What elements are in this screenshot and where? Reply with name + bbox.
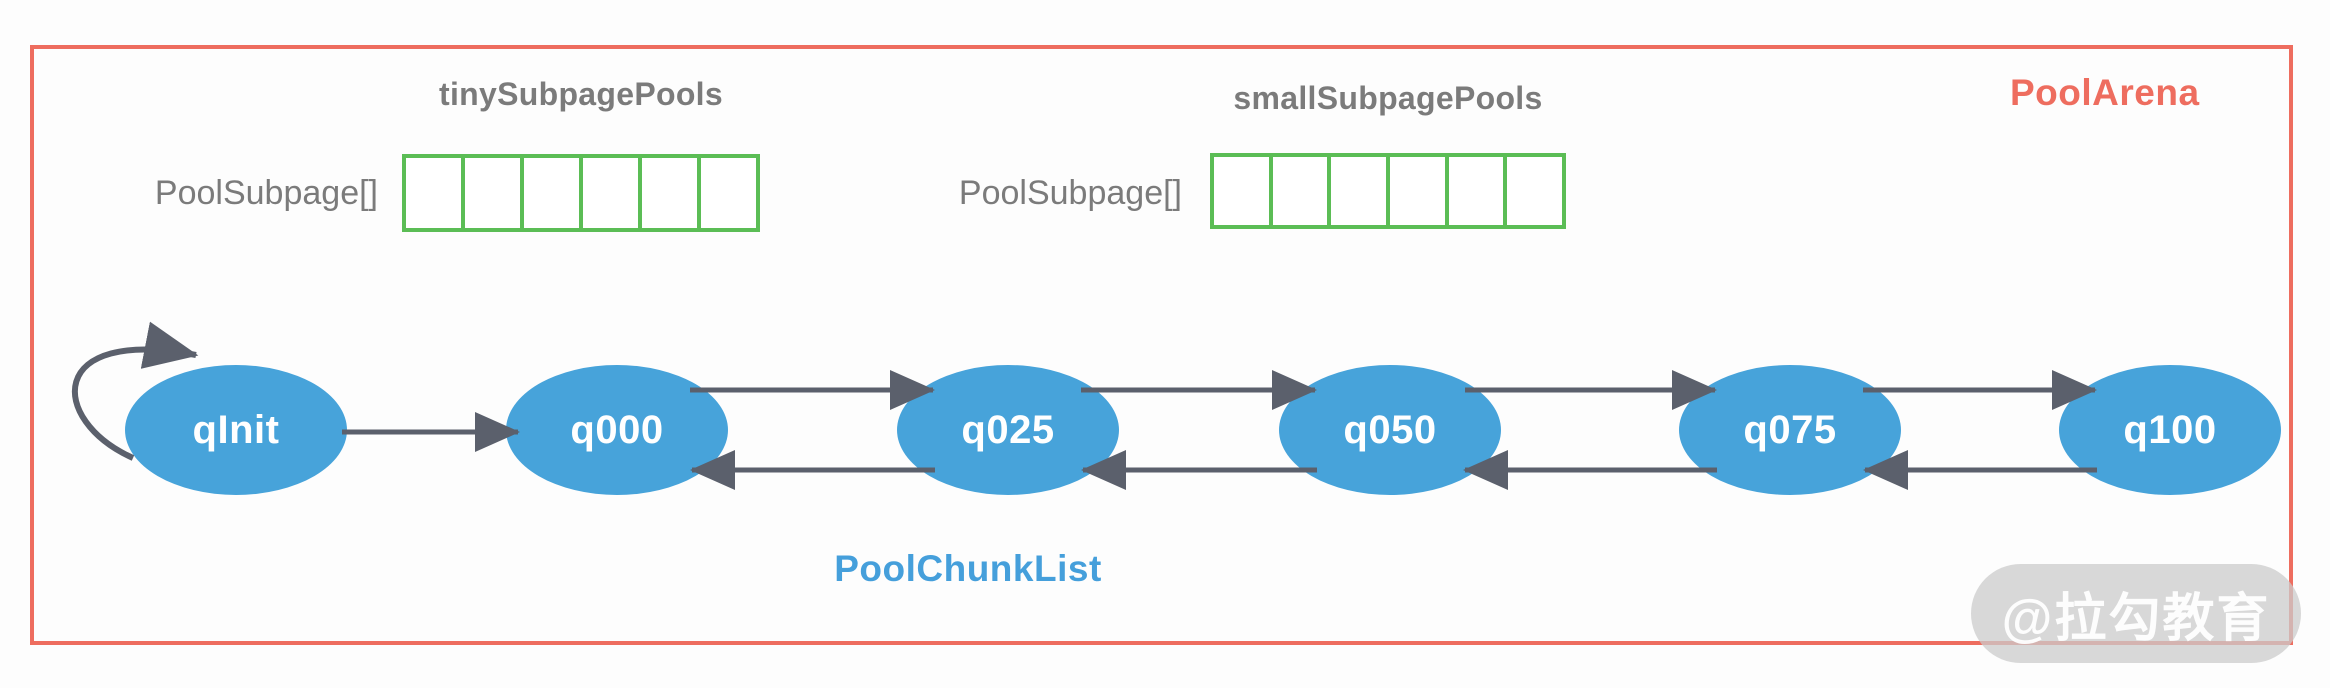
- chunklist-node-qinit: qInit: [125, 365, 347, 495]
- small-subpage-pools-title: smallSubpagePools: [1233, 80, 1543, 116]
- subpage-cell: [642, 154, 701, 232]
- chunklist-node-q000: q000: [506, 365, 728, 495]
- poolsubpage-array-label-tiny: PoolSubpage[]: [154, 174, 378, 212]
- chunklist-node-q100: q100: [2059, 365, 2281, 495]
- subpage-cell: [1210, 153, 1273, 229]
- poolarena-border: [30, 45, 2293, 645]
- poolchunklist-label: PoolChunkList: [834, 548, 1102, 589]
- subpage-cell: [524, 154, 583, 232]
- watermark-badge: @拉勾教育: [1971, 564, 2301, 663]
- subpage-cell: [1272, 153, 1332, 229]
- chunklist-node-label: q025: [961, 407, 1055, 452]
- subpage-cell: [1331, 153, 1391, 229]
- chunklist-node-label: q100: [2123, 407, 2217, 452]
- chunklist-node-label: q050: [1343, 407, 1437, 452]
- chunklist-node-q075: q075: [1679, 365, 1901, 495]
- poolsubpage-array-label-small: PoolSubpage[]: [958, 174, 1182, 212]
- poolarena-title: PoolArena: [2010, 72, 2200, 113]
- subpage-cell: [1507, 153, 1567, 229]
- subpage-cell: [465, 154, 524, 232]
- chunklist-node-label: q000: [570, 407, 664, 452]
- chunklist-node-label: q075: [1743, 407, 1837, 452]
- subpage-cell: [1448, 153, 1508, 229]
- subpage-cell: [583, 154, 642, 232]
- chunklist-node-q025: q025: [897, 365, 1119, 495]
- tiny-subpage-pools-title: tinySubpagePools: [439, 76, 723, 112]
- small-subpage-pools-array: [1210, 153, 1567, 229]
- chunklist-node-label: qInit: [192, 407, 280, 452]
- subpage-cell: [1390, 153, 1449, 229]
- tiny-subpage-pools-array: [402, 154, 760, 232]
- chunklist-node-q050: q050: [1279, 365, 1501, 495]
- subpage-cell: [402, 154, 465, 232]
- subpage-cell: [701, 154, 760, 232]
